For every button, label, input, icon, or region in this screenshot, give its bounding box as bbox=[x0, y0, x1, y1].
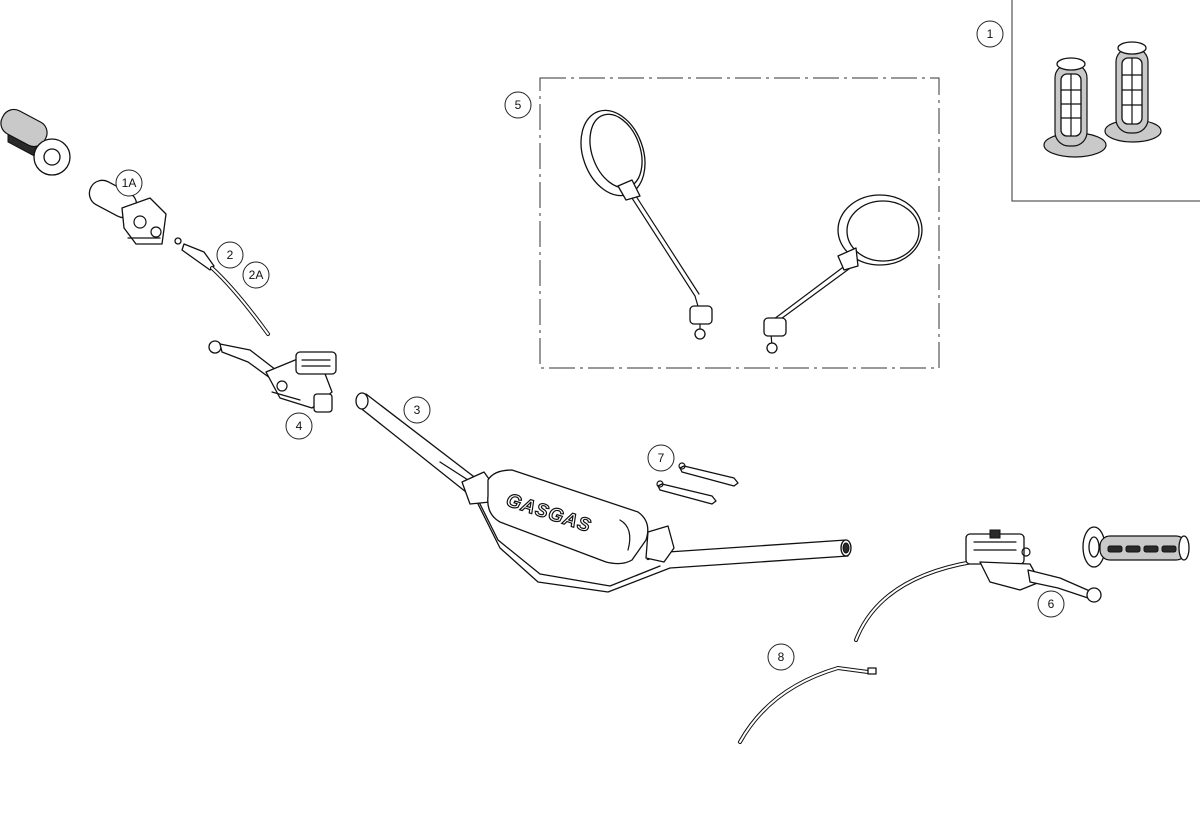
callout-8-label: 8 bbox=[778, 650, 785, 664]
mirrors-box bbox=[539, 77, 940, 369]
callout-7: 7 bbox=[647, 444, 675, 472]
callout-2a: 2A bbox=[242, 261, 270, 289]
cable-ties bbox=[656, 462, 739, 505]
callout-1a-label: 1A bbox=[122, 176, 137, 190]
callout-3-label: 3 bbox=[414, 403, 421, 417]
callout-2: 2 bbox=[216, 241, 244, 269]
cable-8 bbox=[738, 665, 877, 744]
callout-4-label: 4 bbox=[296, 419, 303, 433]
mirror-left bbox=[580, 109, 713, 340]
callout-6: 6 bbox=[1037, 590, 1065, 618]
callout-4: 4 bbox=[285, 412, 313, 440]
callout-1: 1 bbox=[976, 20, 1004, 48]
callout-8: 8 bbox=[767, 643, 795, 671]
throttle-assembly bbox=[88, 179, 167, 245]
mirror-right bbox=[763, 194, 923, 354]
callout-3: 3 bbox=[403, 396, 431, 424]
grip-right bbox=[1104, 41, 1162, 143]
callout-5-label: 5 bbox=[515, 98, 522, 112]
callout-1-label: 1 bbox=[987, 27, 994, 41]
callout-2-label: 2 bbox=[227, 248, 234, 262]
throttle-grip-left bbox=[0, 108, 71, 176]
grip-right-loose bbox=[1082, 526, 1190, 568]
right-lever-assembly bbox=[854, 529, 1102, 642]
callout-6-label: 6 bbox=[1048, 597, 1055, 611]
throttle-cable bbox=[174, 237, 270, 336]
left-lever-assembly bbox=[208, 340, 337, 413]
callout-5: 5 bbox=[504, 91, 532, 119]
callout-7-label: 7 bbox=[658, 451, 665, 465]
grips-set-box bbox=[1011, 0, 1200, 202]
callout-2a-label: 2A bbox=[249, 268, 264, 282]
handlebar bbox=[355, 392, 852, 593]
callout-1a: 1A bbox=[115, 169, 143, 197]
grip-left bbox=[1043, 57, 1107, 158]
